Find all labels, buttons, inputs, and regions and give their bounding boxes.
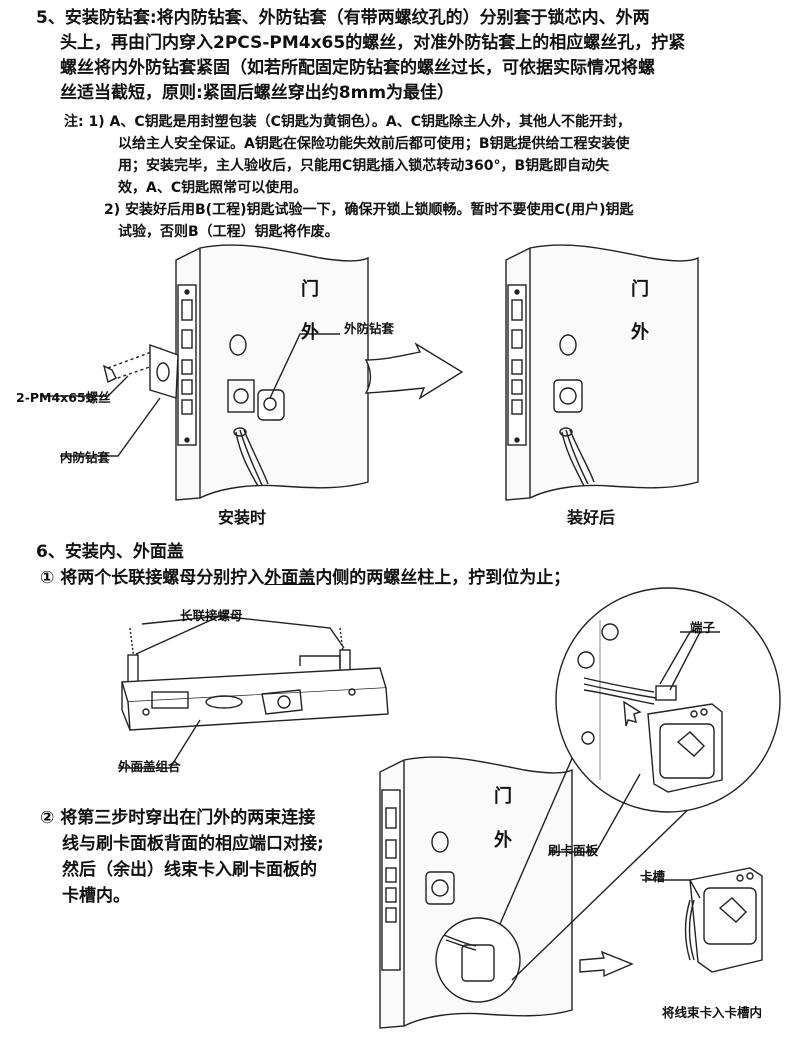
- door-outside-char-3: 门: [631, 279, 649, 300]
- step6-sub2-line4: 卡槽内。: [62, 886, 130, 906]
- step5-line1: 5、安装防钻套:将内防钻套、外防钻套（有带两螺纹孔的）分别套于锁芯内、外两: [36, 8, 650, 28]
- step6-sub1-underlined: 外面盖: [264, 568, 316, 588]
- label-card-slot: 卡槽: [640, 869, 666, 884]
- step6-sub2-line3: 然后（余出）线束卡入刷卡面板的: [62, 860, 317, 880]
- note1-line2: 以给主人安全保证。A钥匙在保险功能失效前后都可使用；B钥匙提供给工程安装使: [118, 136, 630, 152]
- note2-line1: 2) 安装好后用B(工程)钥匙试验一下，确保开锁上锁顺畅。暂时不要使用C(用户)…: [104, 202, 634, 218]
- door-outside-char-1: 门: [301, 279, 319, 300]
- step6-sub2-line2: 线与刷卡面板背面的相应端口对接;: [62, 834, 324, 854]
- note1-line3: 用；安装完毕，主人验收后，只能用C钥匙插入锁芯转动360°，B钥匙即自动失: [118, 158, 610, 174]
- step6-sub1-prefix: ① 将两个长联接螺母分别拧入: [40, 568, 265, 588]
- label-screws: 2-PM4x65螺丝: [16, 390, 111, 405]
- label-outer-cover: 外面盖组合: [118, 759, 181, 774]
- step5-line3: 螺丝将内外防钻套紧固（如若所配固定防钻套的螺丝过长，可依据实际情况将螺: [60, 58, 655, 78]
- caption-installing: 安装时: [218, 508, 267, 527]
- label-inner-sleeve: 内防钻套: [60, 450, 111, 465]
- door-outside-char-2: 外: [301, 322, 319, 343]
- label-terminal: 端子: [690, 620, 716, 635]
- step6-title: 6、安装内、外面盖: [36, 542, 184, 562]
- caption-installed: 装好后: [567, 508, 616, 527]
- step6-sub2-line1: ② 将第三步时穿出在门外的两束连接: [40, 808, 316, 828]
- label-card-panel: 刷卡面板: [548, 843, 599, 858]
- note1-line1: 注: 1) A、C钥匙是用封塑包装（C钥匙为黄铜色）。A、C钥匙除主人外，其他人…: [64, 114, 631, 130]
- step6-sub1: ① 将两个长联接螺母分别拧入外面盖内侧的两螺丝柱上，拧到位为止；: [40, 566, 570, 591]
- note1-line4: 效，A、C钥匙照常可以使用。: [118, 180, 308, 196]
- door-char-men: 门: [494, 786, 512, 807]
- note2-line2: 试验，否则B（工程）钥匙将作废。: [118, 224, 339, 240]
- step5-line4: 丝适当截短，原则:紧固后螺丝穿出约8mm为最佳）: [60, 83, 455, 103]
- caption-wire-into-slot: 将线束卡入卡槽内: [662, 1005, 763, 1020]
- label-outer-sleeve: 外防钻套: [344, 321, 395, 336]
- step5-line2: 头上，再由门内穿入2PCS-PM4x65的螺丝，对准外防钻套上的相应螺丝孔，拧紧: [60, 33, 686, 53]
- door-char-wai: 外: [494, 830, 512, 851]
- label-long-nut: 长联接螺母: [180, 608, 243, 623]
- door-outside-char-4: 外: [631, 322, 649, 343]
- step6-sub1-suffix: 内侧的两螺丝柱上，拧到位为止；: [315, 568, 571, 588]
